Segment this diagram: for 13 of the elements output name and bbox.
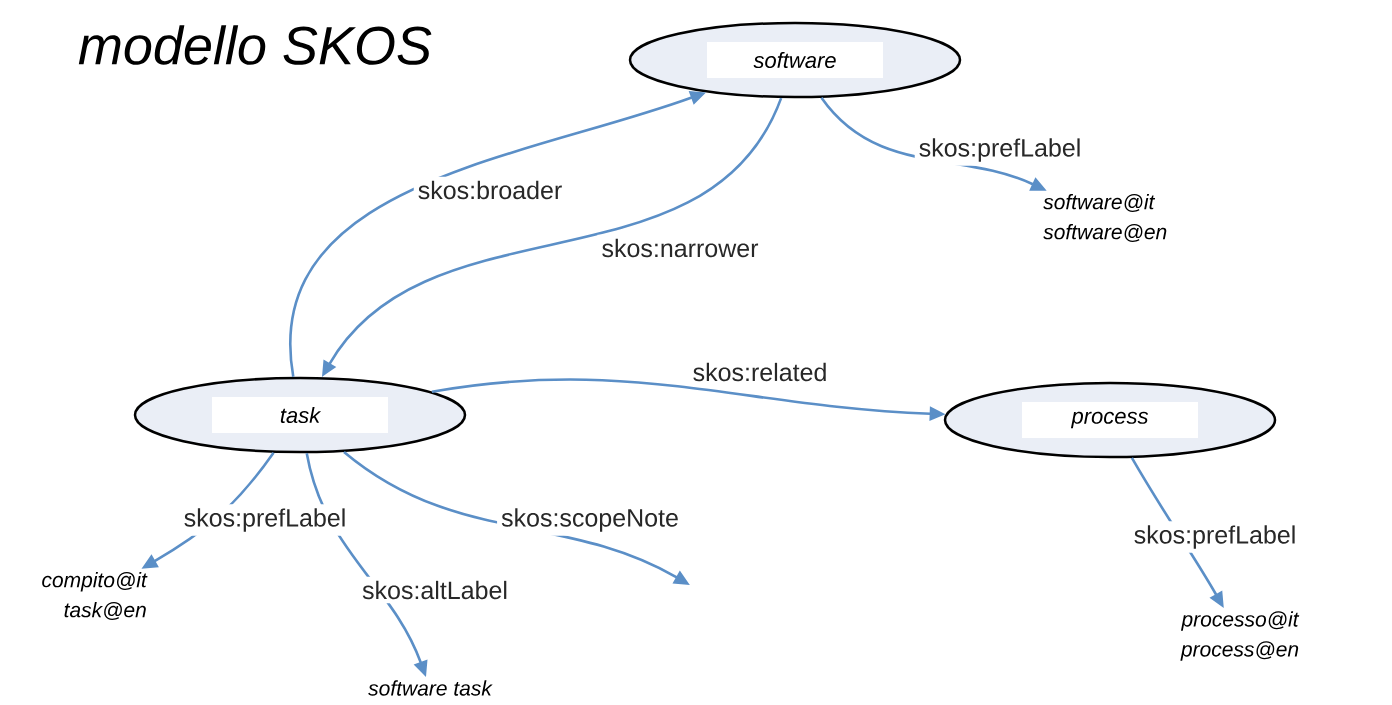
edge-label: skos:altLabel <box>358 576 512 604</box>
edge-label: skos:related <box>688 358 832 386</box>
edge-label: skos:narrower <box>597 234 763 262</box>
edge-label: skos:prefLabel <box>1129 521 1301 553</box>
edge-label: skos:scopeNote <box>497 504 683 536</box>
edge-label: skos:prefLabel <box>914 134 1086 166</box>
edge-label: skos:prefLabel <box>179 504 351 536</box>
literal-text: processo@it process@en <box>1180 611 1300 661</box>
edge-label: skos:broader <box>413 176 567 204</box>
literal-text: software task <box>368 680 493 696</box>
title: modello SKOS <box>78 25 432 65</box>
literal-text: software@it software@en <box>1043 193 1167 243</box>
literal-text: compito@it task@en <box>42 571 148 621</box>
